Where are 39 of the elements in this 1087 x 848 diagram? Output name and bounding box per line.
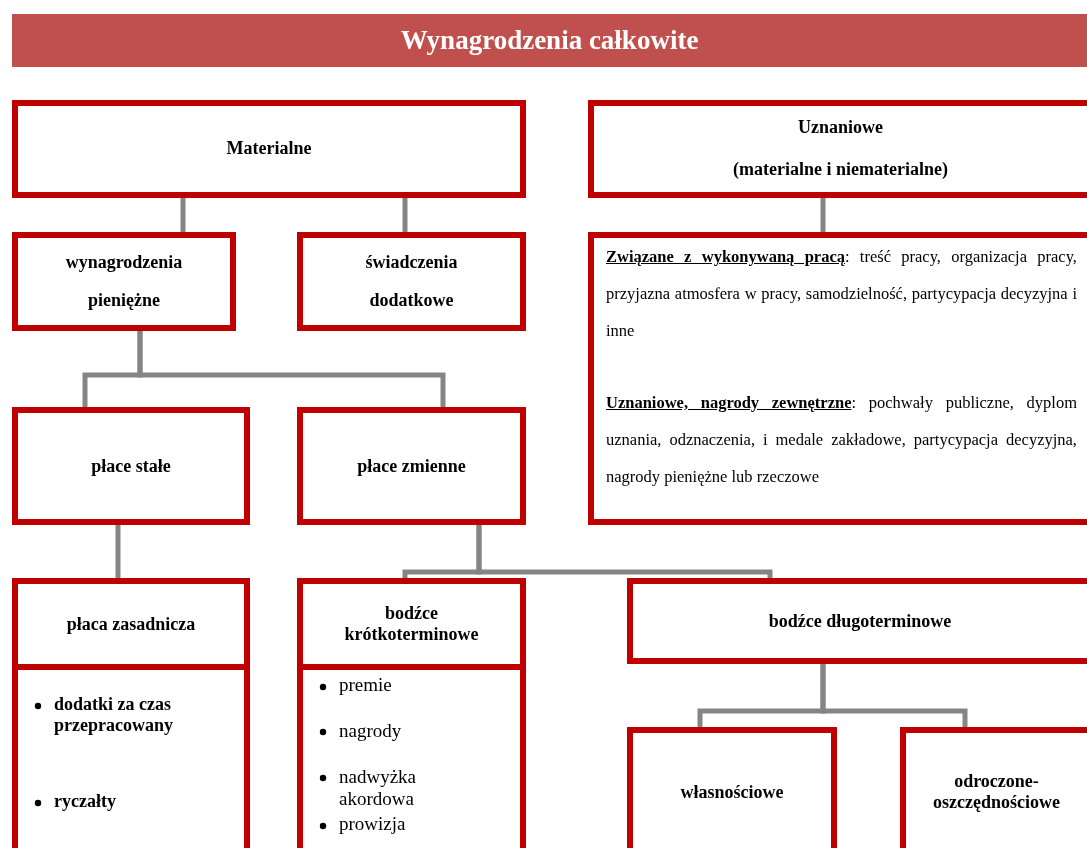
category-box — [297, 232, 526, 331]
box-label: świadczenia dodatkowe — [364, 250, 459, 312]
category-box — [12, 578, 250, 848]
box-heading: bodźce krótkoterminowe — [343, 602, 480, 646]
bullet-item: prowizja — [339, 813, 406, 835]
box-label: Uznaniowe — [797, 116, 884, 140]
description-text: Uznaniowe, nagrody zewnętrzne: pochwały publiczne, dyplom uznania, odznaczenia, i medale zakładowe, partycypacja decyzyjna, nagrody pieniężne lub rzeczowe — [605, 392, 1078, 488]
category-box — [627, 578, 1087, 664]
box-label: bodźce długoterminowe — [767, 609, 953, 633]
category-box — [900, 727, 1087, 848]
category-box — [588, 232, 1087, 525]
box-label: własnościowe — [679, 780, 785, 804]
box-label: odroczone-oszczędnościowe — [932, 770, 1061, 814]
box-label: płace stałe — [90, 454, 172, 478]
description-text: Związane z wykonywaną pracą: treść pracy, organizacja pracy, przyjazna atmosfera w pracy, samodzielność, partycypacja decyzyjna i inne — [605, 246, 1078, 342]
category-box — [12, 232, 236, 331]
connector-line — [476, 525, 773, 578]
box-label: płace zmienne — [356, 454, 467, 478]
connector-line — [820, 198, 826, 232]
connector-line — [402, 198, 408, 232]
box-heading: płaca zasadnicza — [65, 612, 197, 636]
box-label: (materialne i niematerialne) — [732, 158, 949, 181]
connector-line — [820, 664, 968, 727]
box-label: Materialne — [225, 137, 313, 161]
category-box — [627, 727, 837, 848]
box-label: wynagrodzenia pieniężne — [64, 250, 184, 312]
title-banner: Wynagrodzenia całkowite — [12, 14, 1087, 67]
bullet-item: premie — [339, 674, 392, 695]
bullet-item: ryczałty — [54, 791, 116, 812]
bullet-item: nagrody — [339, 719, 402, 741]
category-box — [12, 100, 526, 198]
bullet-item: dodatki za czas przepracowany — [54, 694, 173, 735]
category-box — [12, 407, 250, 525]
category-box — [297, 578, 526, 848]
connector-line — [137, 331, 446, 407]
category-box — [297, 407, 526, 525]
connector-line — [180, 198, 186, 232]
category-box — [588, 100, 1087, 198]
connector-line — [115, 525, 121, 578]
